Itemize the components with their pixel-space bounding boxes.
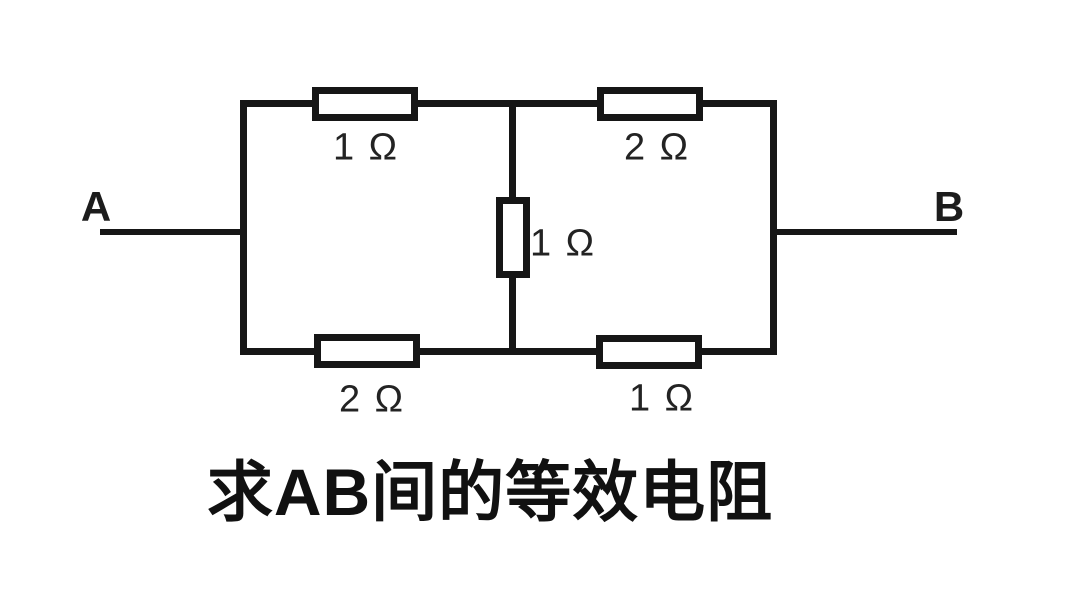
resistor-label-middle: 1 Ω [529, 222, 597, 265]
lead-terminal-a [100, 229, 247, 235]
wire-top [240, 100, 777, 107]
resistor-label-bottom-right: 1 Ω [628, 377, 696, 420]
resistor-bottom-left [314, 334, 420, 368]
resistor-middle [496, 197, 530, 278]
resistor-label-top-right: 2 Ω [623, 126, 691, 169]
lead-terminal-b [770, 229, 957, 235]
resistor-bottom-right [596, 335, 702, 369]
wire-right [770, 100, 777, 355]
terminal-a-label: A [80, 183, 112, 230]
resistor-label-bottom-left: 2 Ω [338, 378, 406, 421]
terminal-b-label: B [933, 183, 965, 230]
resistor-top-right [597, 87, 703, 121]
resistor-top-left [312, 87, 418, 121]
wire-left [240, 100, 247, 355]
wire-bottom [240, 348, 777, 355]
question-caption: 求AB间的等效电阻 [206, 455, 774, 529]
resistor-label-top-left: 1 Ω [332, 126, 400, 169]
